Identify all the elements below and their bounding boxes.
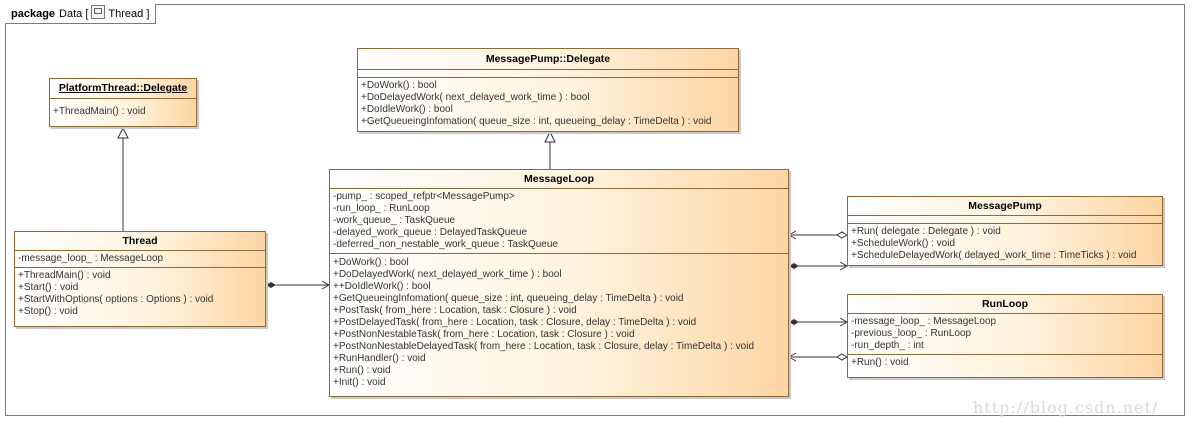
attribute: -deferred_non_nestable_work_queue : Task… <box>333 239 558 250</box>
aggregation-pump-messageloop <box>787 230 848 240</box>
operation: +PostTask( from_here : Location, task : … <box>333 305 577 316</box>
composition-messageloop-pump <box>789 261 849 271</box>
operation: +ThreadMain() : void <box>18 270 111 281</box>
class-thread: Thread -message_loop_ : MessageLoop +Thr… <box>14 231 266 327</box>
operation: +Run() : void <box>333 365 391 376</box>
operation: +GetQueueingInfomation( queue_size : int… <box>361 116 712 127</box>
class-message-pump-delegate: MessagePump::Delegate +DoWork() : bool +… <box>357 48 739 132</box>
operations-section: +ThreadMain() : void <box>50 106 196 120</box>
frame-bracket-close: ] <box>146 8 150 20</box>
generalization-messageloop-pump-delegate <box>544 130 556 169</box>
class-name: RunLoop <box>981 298 1029 310</box>
class-name: Thread <box>122 235 158 247</box>
operation: +ScheduleWork() : void <box>851 238 956 249</box>
frame-bracket-open: [ <box>85 8 89 20</box>
operation: +RunHandler() : void <box>333 353 426 364</box>
frame-package-name: Data <box>59 8 83 20</box>
attribute: -run_loop_ : RunLoop <box>333 203 430 214</box>
operations-section <box>50 98 196 106</box>
operation: +DoWork() : bool <box>333 257 409 268</box>
package-frame <box>5 4 1185 416</box>
operations-section: +Run( delegate : Delegate ) : void +Sche… <box>848 223 1162 264</box>
operation: +Run() : void <box>851 357 909 368</box>
operation: +GetQueueingInfomation( queue_size : int… <box>333 293 684 304</box>
class-name: PlatformThread::Delegate <box>58 82 188 94</box>
class-message-loop: MessageLoop -pump_ : scoped_refptr<Messa… <box>329 169 789 397</box>
operations-section: +DoWork() : bool +DoDelayedWork( next_de… <box>358 77 738 130</box>
operations-section: +ThreadMain() : void +Start() : void +St… <box>15 267 265 320</box>
watermark: http://blog.csdn.net/ <box>973 398 1159 417</box>
attributes-section: -message_loop_ : MessageLoop <box>15 250 265 267</box>
operation: ++DoIdleWork() : bool <box>333 281 431 292</box>
class-diagram-icon <box>91 5 106 19</box>
operation: +Init() : void <box>333 377 386 388</box>
operation: +DoDelayedWork( next_delayed_work_time )… <box>361 92 590 103</box>
operation: +DoIdleWork() : bool <box>361 104 453 115</box>
frame-keyword: package <box>11 8 56 20</box>
operation: +DoDelayedWork( next_delayed_work_time )… <box>333 269 562 280</box>
generalization-thread-platform-delegate <box>117 126 129 231</box>
class-run-loop: RunLoop -message_loop_ : MessageLoop -pr… <box>847 294 1163 378</box>
operations-section: +DoWork() : bool +DoDelayedWork( next_de… <box>330 253 788 391</box>
class-message-pump: MessagePump +Run( delegate : Delegate ) … <box>847 196 1163 266</box>
operation: +ScheduleDelayedWork( delayed_work_time … <box>851 250 1137 261</box>
attribute: -work_queue_ : TaskQueue <box>333 215 456 226</box>
attribute: -previous_loop_ : RunLoop <box>851 328 972 339</box>
composition-thread-messageloop <box>266 280 331 290</box>
operation: +ThreadMain() : void <box>53 106 146 117</box>
class-name: MessageLoop <box>523 173 594 185</box>
operation: +PostNonNestableTask( from_here : Locati… <box>333 329 635 340</box>
attributes-section: -message_loop_ : MessageLoop -previous_l… <box>848 313 1162 354</box>
operation: +Stop() : void <box>18 306 78 317</box>
class-name: MessagePump <box>968 200 1042 212</box>
attribute: -pump_ : scoped_refptr<MessagePump> <box>333 191 515 202</box>
attribute: -delayed_work_queue : DelayedTaskQueue <box>333 227 528 238</box>
attributes-section: -pump_ : scoped_refptr<MessagePump> -run… <box>330 188 788 253</box>
frame-diagram-name: Thread <box>108 8 144 20</box>
class-platform-thread-delegate: PlatformThread::Delegate +ThreadMain() :… <box>49 78 197 127</box>
attribute: -message_loop_ : MessageLoop <box>851 316 997 327</box>
composition-messageloop-runloop <box>789 317 849 327</box>
aggregation-runloop-messageloop <box>787 352 848 362</box>
attributes-section <box>358 69 738 77</box>
operation: +PostNonNestableDelayedTask( from_here :… <box>333 341 755 352</box>
operation: +Run( delegate : Delegate ) : void <box>851 226 1001 237</box>
attributes-section <box>848 215 1162 223</box>
operations-section: +Run() : void <box>848 354 1162 371</box>
operation: +StartWithOptions( options : Options ) :… <box>18 294 214 305</box>
operation: +PostDelayedTask( from_here : Location, … <box>333 317 697 328</box>
operation: +DoWork() : bool <box>361 80 437 91</box>
class-name: MessagePump::Delegate <box>485 53 611 65</box>
attribute: -run_depth_ : int <box>851 340 924 351</box>
attribute: -message_loop_ : MessageLoop <box>18 253 164 264</box>
operation: +Start() : void <box>18 282 79 293</box>
